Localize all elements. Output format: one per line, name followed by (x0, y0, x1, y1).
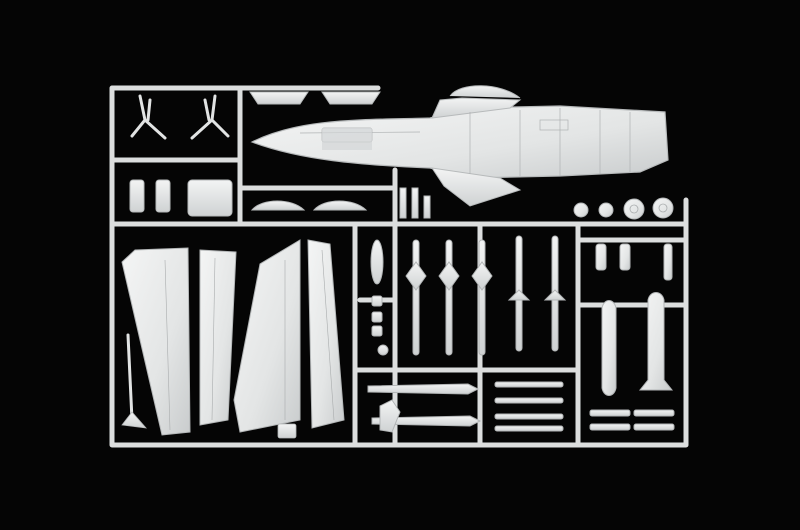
landing-gear-legs (130, 94, 230, 140)
fuselage-half (250, 85, 669, 207)
bottom-right-small-parts (589, 409, 675, 431)
wheel-well-parts (129, 179, 233, 217)
small-panels-top (249, 91, 381, 211)
sprue-frame (109, 85, 689, 448)
missiles-vertical (405, 235, 567, 356)
small-vertical-parts (370, 239, 389, 356)
small-fin (121, 411, 147, 429)
tail-fins-and-wings (121, 239, 345, 436)
probe-rod (126, 333, 134, 422)
wheels (573, 197, 674, 220)
missiles-horizontal (367, 381, 564, 433)
small-pylons (399, 187, 431, 219)
drop-tanks (595, 243, 674, 396)
tab-marker (277, 423, 297, 439)
